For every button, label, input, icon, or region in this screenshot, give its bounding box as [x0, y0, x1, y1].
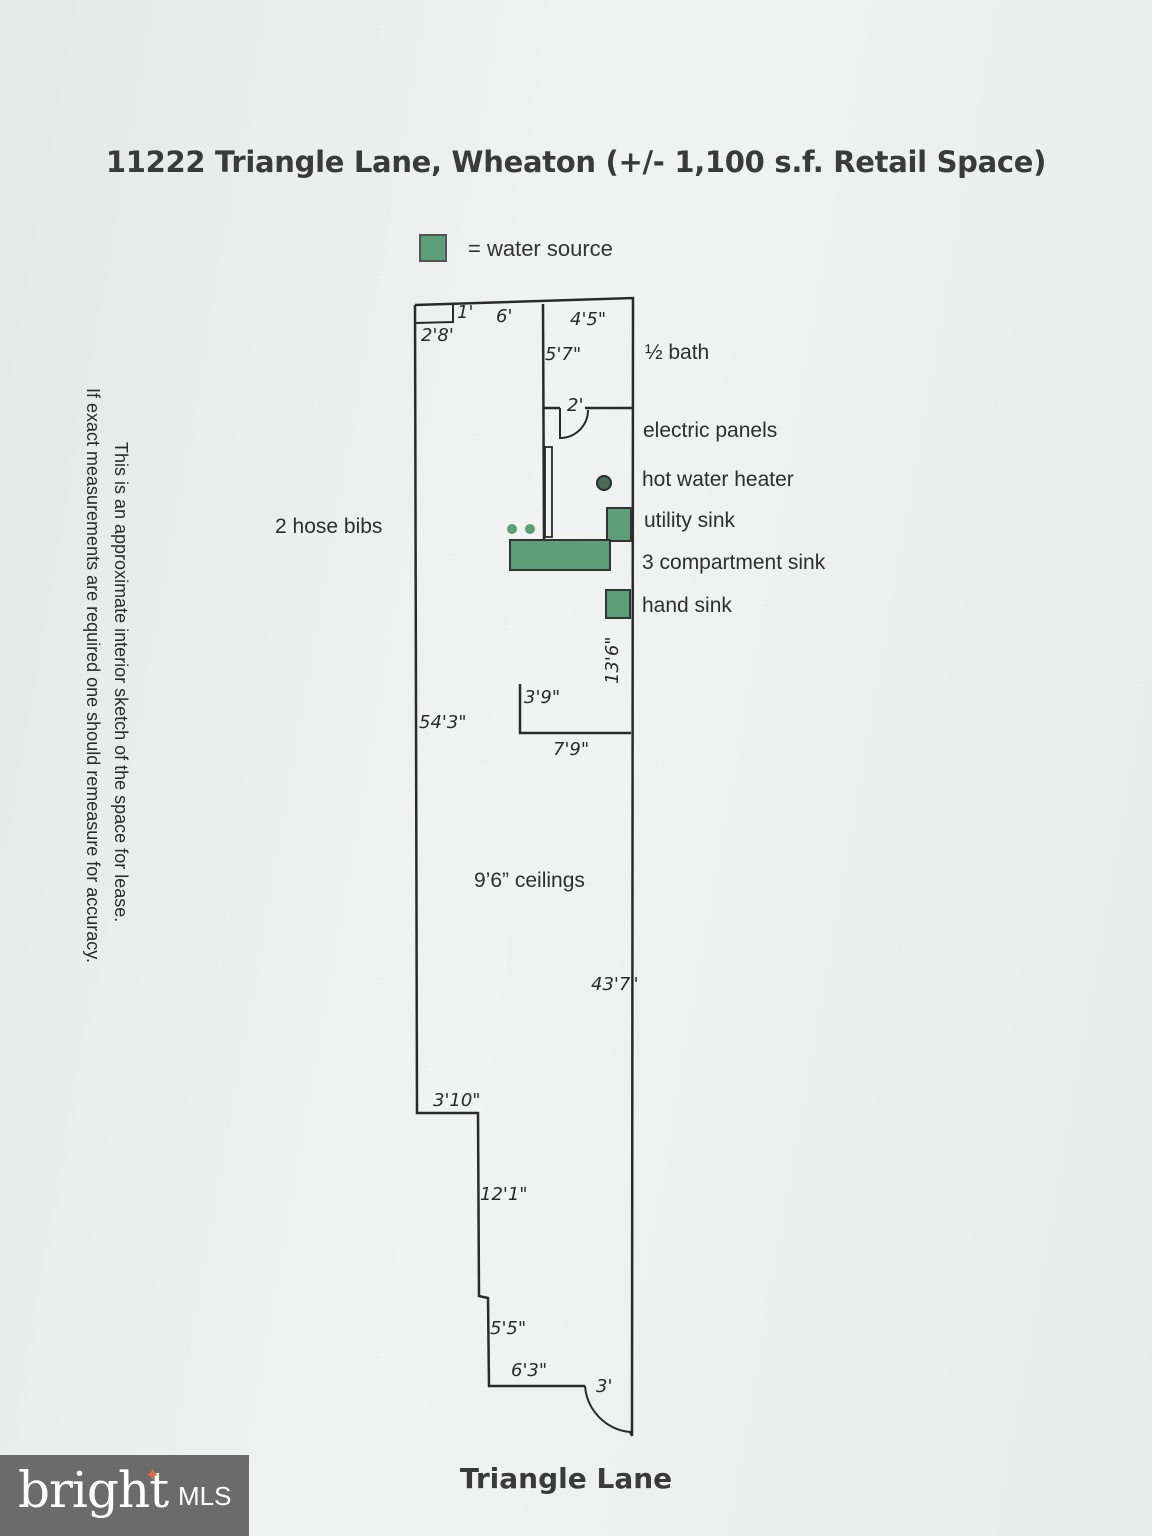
dim-label: 5'7" [545, 344, 581, 365]
bath-partition [541, 303, 546, 543]
hot-water-heater-icon [596, 475, 612, 491]
dim-label: 3' [596, 1376, 612, 1397]
water-source-legend-swatch [419, 234, 447, 262]
corner-box [414, 305, 454, 324]
water-source-legend-text: = water source [468, 236, 613, 261]
watermark-brand: bright [18, 1461, 169, 1519]
dim-label: 43'7" [591, 974, 639, 995]
disclaimer-line-1: This is an approximate interior sketch o… [111, 442, 131, 923]
office-partition [518, 684, 631, 735]
dim-label: 2' [567, 395, 583, 416]
hand-sink-label: hand sink [642, 594, 732, 617]
utility-sink-icon [606, 507, 632, 542]
dim-label: 13'6" [602, 636, 623, 684]
street-label: Triangle Lane [459, 1462, 673, 1495]
bath-door-arc [559, 408, 589, 440]
dim-label: 54'3" [419, 712, 467, 733]
watermark-star-icon: ✦ [145, 1465, 161, 1485]
dim-label: 3'10" [433, 1090, 481, 1111]
entry-door [584, 1385, 633, 1437]
dim-label: 4'5" [570, 309, 606, 330]
hand-sink-icon [605, 589, 631, 619]
watermark-suffix: MLS [178, 1481, 232, 1511]
compartment-sink-icon [509, 539, 611, 571]
hose-bib-icon [525, 524, 535, 534]
ceilings-label: 9’6” ceilings [474, 869, 585, 892]
dim-label: 2'8' [421, 325, 454, 346]
compartment-sink-label: 3 compartment sink [642, 551, 826, 574]
hose-bib-icon [507, 524, 517, 534]
hot-water-heater-label: hot water heater [642, 468, 794, 491]
floor-plan-outline [413, 296, 635, 1437]
dim-label: 6' [496, 306, 512, 327]
dim-label: 12'1" [480, 1184, 528, 1205]
hose-bibs-label: 2 hose bibs [275, 515, 383, 538]
watermark-logo: bright ✦ MLS [0, 1455, 249, 1536]
dim-label: 6'3" [511, 1360, 547, 1381]
dim-label: 7'9" [553, 739, 589, 760]
wall-fixture [544, 446, 553, 538]
dim-label: 3'9" [524, 687, 560, 708]
dim-label: 5'5" [490, 1318, 526, 1339]
electric-panels-label: electric panels [643, 419, 778, 442]
page-title: 11222 Triangle Lane, Wheaton (+/- 1,100 … [105, 145, 1047, 179]
half-bath-label: ½ bath [645, 341, 710, 364]
disclaimer-line-2: If exact measurements are required one s… [83, 388, 103, 963]
utility-sink-label: utility sink [644, 509, 736, 532]
dim-label: 1' [457, 302, 473, 323]
